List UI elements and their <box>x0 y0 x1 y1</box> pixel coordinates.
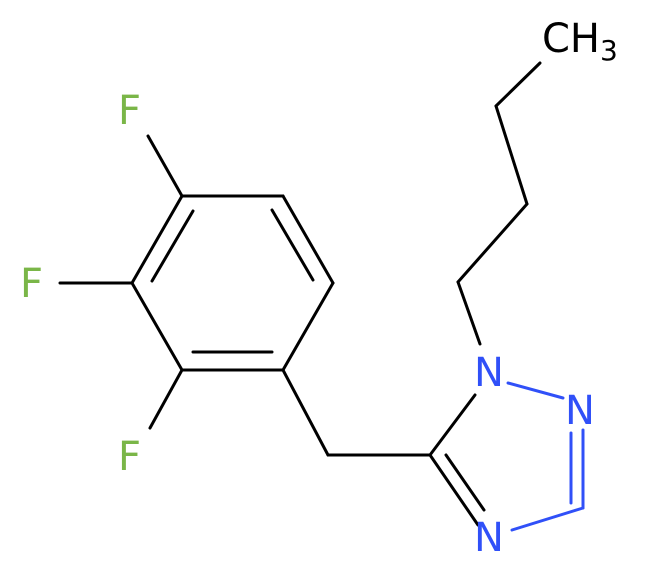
triazole-ring <box>428 381 585 532</box>
n2-label: N <box>565 388 595 434</box>
butyl-chain <box>456 61 542 346</box>
bond-n4-c5 <box>428 453 480 527</box>
bond-c2-c3 <box>494 104 529 206</box>
bond-ch3-c2 <box>494 61 542 108</box>
bond-ar4-ar5 <box>130 194 184 285</box>
bond-ch2-phenyl <box>281 368 330 457</box>
n1-label: N <box>474 350 504 396</box>
bond-c4-n1 <box>456 280 482 346</box>
bond-ar5-ar6 <box>130 281 184 372</box>
bond-n4-c5-inner <box>444 453 486 512</box>
bond-ar2-ar3-inner <box>270 208 315 282</box>
fluorine-bottom-label: F <box>118 434 141 480</box>
bond-ar1-ar2 <box>281 281 335 372</box>
fluorine-mid-label: F <box>20 261 43 307</box>
phenyl-ring <box>130 194 335 372</box>
bond-ar2-ar3 <box>281 194 335 285</box>
bond-c-f-bot <box>148 368 184 430</box>
bond-ar4-ar5-inner <box>150 209 195 283</box>
bond-c5-n1 <box>428 393 477 457</box>
fluorine-top-label: F <box>118 88 141 134</box>
ch3-label: CH3 <box>542 16 618 67</box>
bond-c-f-top <box>146 134 184 198</box>
n4-label: N <box>474 515 504 561</box>
bond-c3-n4 <box>510 506 585 532</box>
bond-c3-c4 <box>456 202 529 284</box>
bond-n1-n2 <box>506 381 565 400</box>
